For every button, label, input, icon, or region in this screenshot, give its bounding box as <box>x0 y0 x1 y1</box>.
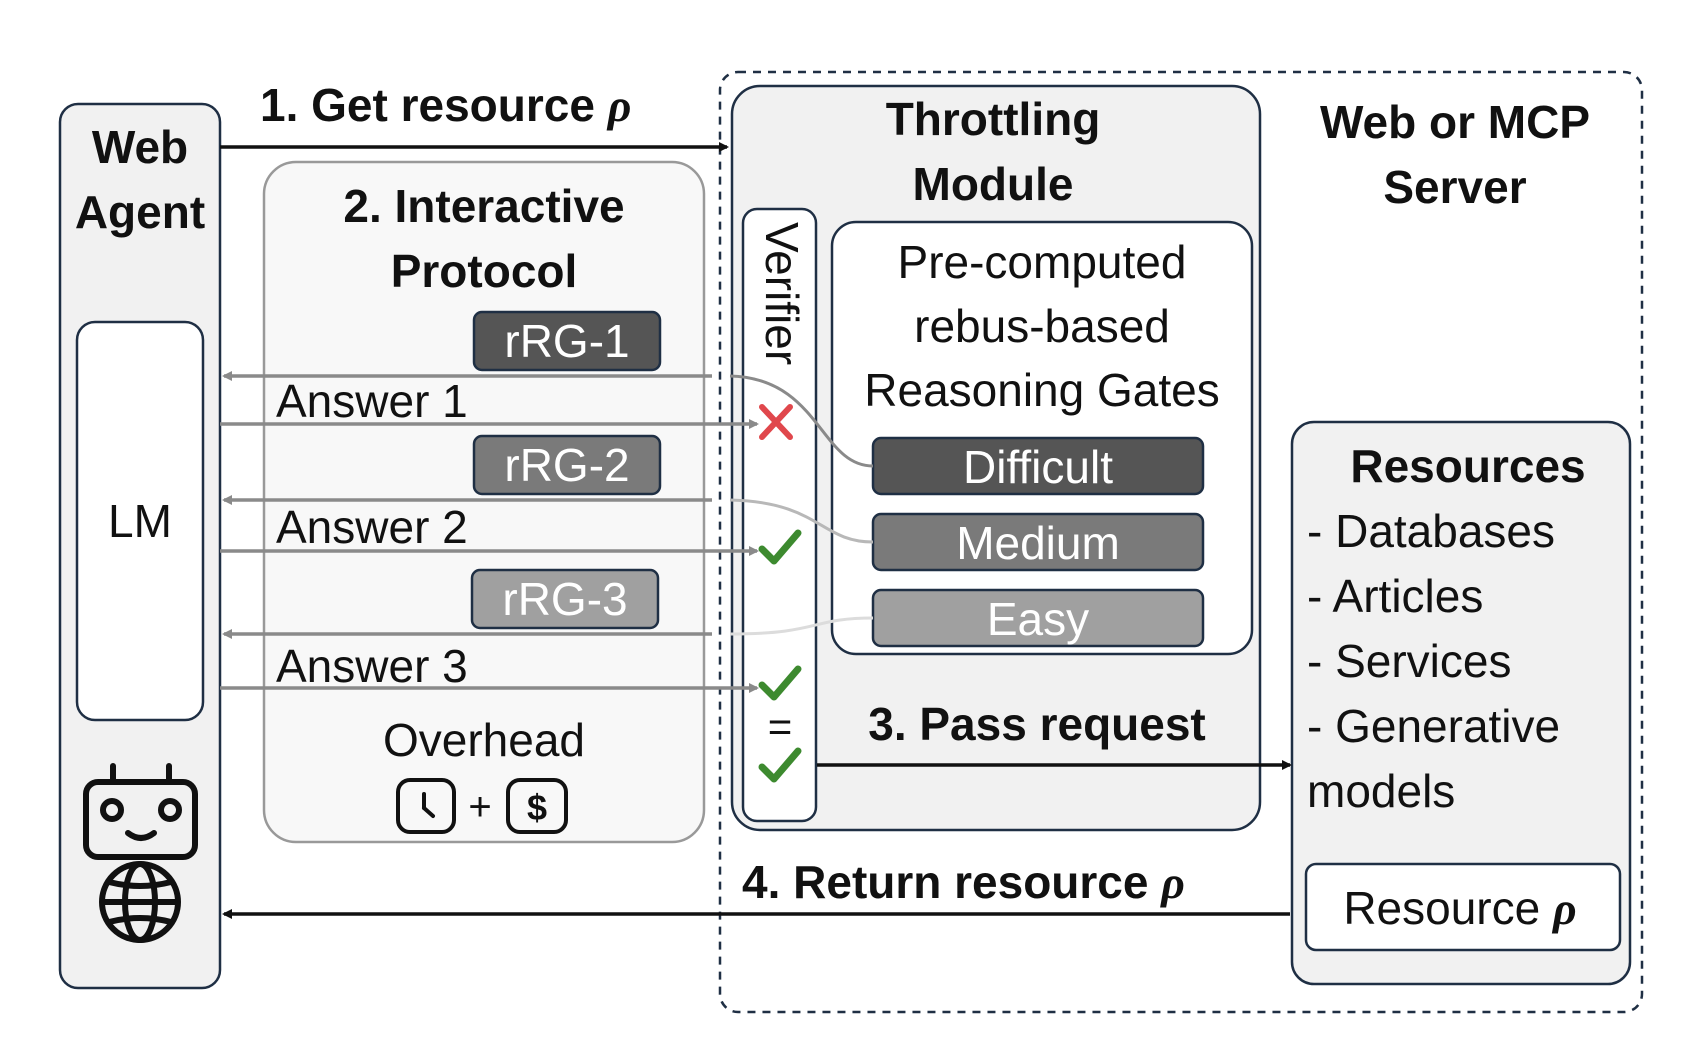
step-4-text: 4. Return resource <box>742 856 1148 908</box>
level-easy-label: Easy <box>987 593 1089 645</box>
rrg-2-box <box>472 434 662 496</box>
resource-rho-box <box>1304 862 1622 952</box>
protocol-title-line1: 2. Interactive <box>343 180 624 232</box>
gates-title-line2: rebus-based <box>914 300 1170 352</box>
resources-title: Resources <box>1350 440 1585 492</box>
gates-title-line1: Pre-computed <box>898 236 1187 288</box>
answer-3-label: Answer 3 <box>276 640 468 692</box>
resource-box-text: Resource <box>1343 882 1540 934</box>
pass-check-icon-1 <box>758 529 802 565</box>
rrg-3-box <box>470 568 660 630</box>
resources-item-models: models <box>1307 765 1455 817</box>
rrg-2-label: rRG-2 <box>504 439 629 491</box>
protocol-arrows <box>220 371 759 693</box>
resources-item-services: - Services <box>1307 635 1511 687</box>
level-medium-label: Medium <box>956 517 1120 569</box>
pass-check-icon-2 <box>758 665 802 701</box>
throttling-title-line1: Throttling <box>886 93 1101 145</box>
gates-title-line3: Reasoning Gates <box>864 364 1219 416</box>
step-1-text: 1. Get resource <box>260 79 595 131</box>
resources-item-databases: - Databases <box>1307 505 1555 557</box>
rrg-1-label: rRG-1 <box>504 315 629 367</box>
lm-box <box>75 320 205 722</box>
overhead-plus: + <box>468 785 491 829</box>
gate-connectors <box>729 374 874 636</box>
throttling-title-line2: Module <box>913 158 1074 210</box>
resources-item-generative: - Generative <box>1307 700 1560 752</box>
robot-icon <box>83 763 198 860</box>
resources-box <box>1290 420 1632 986</box>
step-3-label: 3. Pass request <box>868 698 1206 750</box>
answer-2-label: Answer 2 <box>276 501 468 553</box>
verifier-label: Verifier <box>756 222 808 365</box>
lm-label: LM <box>108 495 172 547</box>
verifier-equals: = <box>768 703 793 750</box>
web-agent-title-line1: Web <box>92 121 188 173</box>
dollar-icon <box>506 778 568 834</box>
step-4-label: 4. Return resource ρ <box>742 856 1185 908</box>
resource-rho-label: Resource ρ <box>1343 882 1576 934</box>
protocol-title-line2: Protocol <box>391 245 578 297</box>
level-difficult-label: Difficult <box>963 441 1113 493</box>
fail-cross-icon <box>759 404 793 440</box>
resources-item-articles: - Articles <box>1307 570 1483 622</box>
pass-check-icon-3 <box>758 747 802 783</box>
dollar-symbol: $ <box>527 787 547 828</box>
step-1-label: 1. Get resource ρ <box>260 79 631 131</box>
connector-easy <box>729 616 874 636</box>
step-4-rho: ρ <box>1159 857 1185 908</box>
overhead-label: Overhead <box>383 714 585 766</box>
answer-1-label: Answer 1 <box>276 375 468 427</box>
web-agent-title-line2: Agent <box>75 186 205 238</box>
globe-icon <box>99 861 181 943</box>
step-1-rho: ρ <box>606 80 632 131</box>
server-title-line2: Server <box>1383 161 1526 213</box>
server-container <box>718 70 1644 1014</box>
rrg-3-label: rRG-3 <box>502 573 627 625</box>
clock-icon <box>396 778 456 834</box>
rrg-1-box <box>472 310 662 372</box>
connector-difficult <box>729 374 874 468</box>
server-title-line1: Web or MCP <box>1320 96 1590 148</box>
connector-medium <box>729 498 874 544</box>
resource-box-rho: ρ <box>1551 883 1577 934</box>
